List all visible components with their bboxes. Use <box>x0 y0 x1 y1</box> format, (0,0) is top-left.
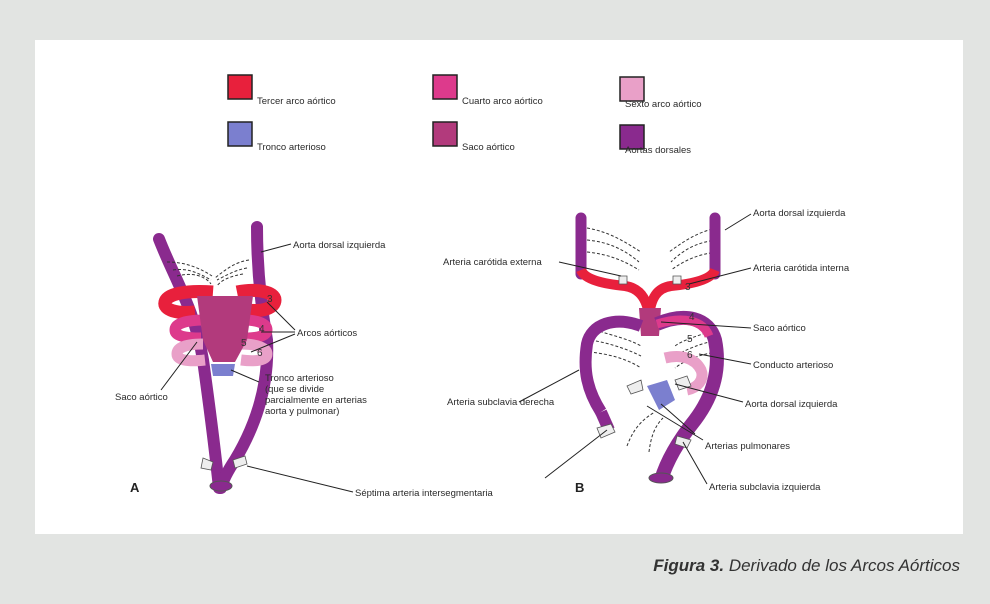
diagram-b: 3 4 5 6 Aorta dorsal izquierda Arteria c… <box>443 208 850 495</box>
a-num-4: 4 <box>259 324 265 335</box>
a-label-seventh: Séptima arteria intersegmentaria <box>355 488 494 499</box>
b-carotid-stub-left <box>673 276 681 284</box>
b-truncus <box>647 380 675 410</box>
a-label-truncus-3: parcialmente en arterias <box>265 395 367 406</box>
b-carotid-stub-right <box>619 276 627 284</box>
a-num-5: 5 <box>241 338 247 349</box>
b-label-sac: Saco aórtico <box>753 323 806 334</box>
legend: Tercer arco aórtico Cuarto arco aórtico … <box>228 75 702 156</box>
legend-label-third: Tercer arco aórtico <box>257 96 336 107</box>
legend-swatch-truncus <box>228 122 252 146</box>
legend-label-fourth: Cuarto arco aórtico <box>462 96 543 107</box>
aortic-arches-figure: Tercer arco aórtico Cuarto arco aórtico … <box>35 40 963 534</box>
b-aorta-end <box>649 473 673 483</box>
b-num-4: 4 <box>689 312 695 323</box>
legend-label-sac: Saco aórtico <box>462 142 515 153</box>
b-pulmonary-stub-right <box>627 380 643 394</box>
b-label-ductus: Conducto arterioso <box>753 360 833 371</box>
a-aorta-end <box>210 481 232 491</box>
legend-label-dorsal: Aortas dorsales <box>625 145 691 156</box>
a-label-sac: Saco aórtico <box>115 392 168 403</box>
b-label-left-dorsal-low: Aorta dorsal izquierda <box>745 399 838 410</box>
b-label-pulmonary: Arterias pulmonares <box>705 441 790 452</box>
a-label-truncus-4: aorta y pulmonar) <box>265 406 339 417</box>
b-num-5: 5 <box>687 334 693 345</box>
b-letter: B <box>575 480 584 495</box>
legend-swatch-sac <box>433 122 457 146</box>
legend-swatch-sixth <box>620 77 644 101</box>
caption-text: Derivado de los Arcos Aórticos <box>729 556 960 575</box>
a-label-left-dorsal: Aorta dorsal izquierda <box>293 240 386 251</box>
a-label-truncus-1: Tronco arterioso <box>265 373 334 384</box>
b-right-fourth <box>586 322 641 412</box>
b-label-left-subclavian: Arteria subclavia izquierda <box>709 482 821 493</box>
b-label-external-carotid: Arteria carótida externa <box>443 257 542 268</box>
a-label-truncus-2: (que se divide <box>265 384 324 395</box>
b-label-left-dorsal-top: Aorta dorsal izquierda <box>753 208 846 219</box>
legend-swatch-fourth <box>433 75 457 99</box>
caption-label: Figura 3. <box>653 556 724 575</box>
legend-label-sixth: Sexto arco aórtico <box>625 99 702 110</box>
diagram-a: 3 4 5 6 Aorta dorsal izquierda Arcos aór… <box>115 227 494 499</box>
figure-panel: Tercer arco aórtico Cuarto arco aórtico … <box>35 40 963 534</box>
legend-swatch-third <box>228 75 252 99</box>
a-label-arches: Arcos aórticos <box>297 328 357 339</box>
figure-caption: Figura 3. Derivado de los Arcos Aórticos <box>653 556 960 576</box>
b-label-right-subclavian: Arteria subclavia derecha <box>447 397 555 408</box>
a-letter: A <box>130 480 140 495</box>
b-label-internal-carotid: Arteria carótida interna <box>753 263 850 274</box>
b-num-6: 6 <box>687 350 693 361</box>
legend-label-truncus: Tronco arterioso <box>257 142 326 153</box>
